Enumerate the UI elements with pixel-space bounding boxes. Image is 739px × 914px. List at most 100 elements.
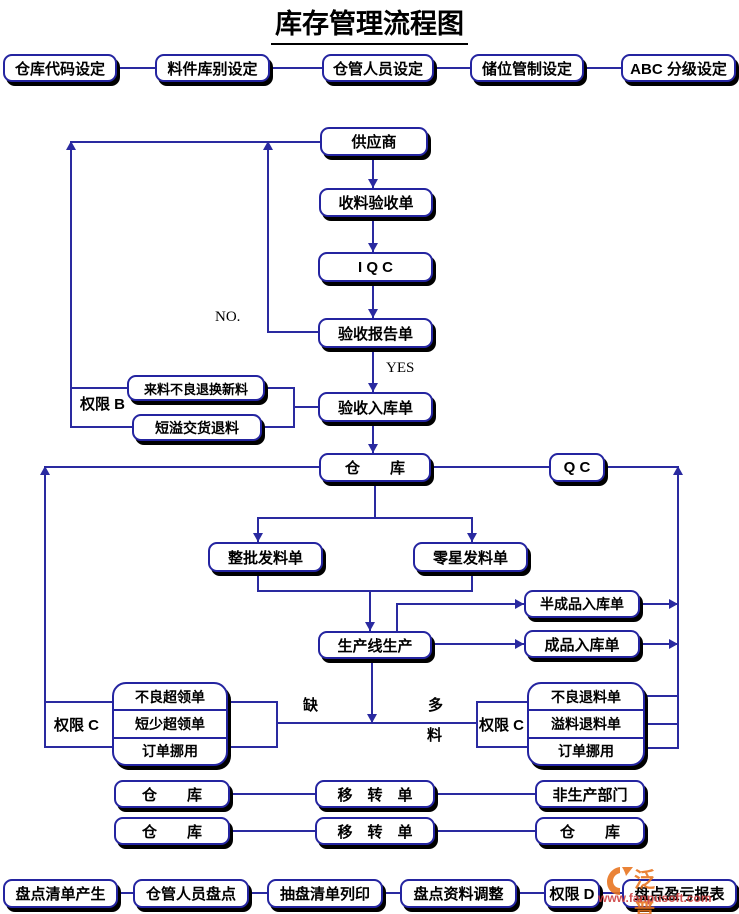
fanpu-logo-icon (606, 866, 634, 901)
node-semi-finished-receipt: 半成品入库单 (524, 590, 640, 618)
node-production-line: 生产线生产 (318, 631, 432, 659)
connector (435, 793, 535, 795)
connector (645, 747, 678, 749)
connector (517, 892, 544, 894)
label-permission-b: 权限 B (80, 396, 126, 413)
node-qc: Q C (549, 453, 605, 482)
arrow-up (673, 466, 683, 475)
connector (249, 892, 267, 894)
connector (45, 466, 319, 468)
node-profit-loss-report: 盘点盈亏报表 (622, 879, 737, 908)
connector (277, 722, 477, 724)
node-supplier: 供应商 (320, 127, 428, 156)
connector (640, 603, 678, 605)
label-permission-c-left: 权限 C (54, 717, 100, 734)
node-warehouse-from-2: 仓 库 (114, 817, 230, 845)
label-permission-c-right: 权限 C (479, 717, 525, 734)
connector (270, 67, 322, 69)
node-material-store-setup: 料件库别设定 (155, 54, 270, 82)
arrow-down (368, 383, 378, 392)
node-warehouse-to-2: 仓 库 (535, 817, 645, 845)
label-excess-top: 多 (428, 697, 444, 714)
arrow-right (669, 599, 678, 609)
connector (476, 746, 527, 748)
arrow-down (368, 243, 378, 252)
node-iqc: I Q C (318, 252, 433, 282)
node-abc-grade-setup: ABC 分级设定 (621, 54, 736, 82)
connector (476, 701, 527, 703)
node-spot-check-print: 抽盘清单列印 (267, 879, 383, 908)
arrow-up (40, 466, 50, 475)
node-short-over-delivery-return: 短溢交货退料 (132, 414, 262, 441)
arrow-up (66, 141, 76, 150)
node-warehouse-code-setup: 仓库代码设定 (3, 54, 117, 82)
node-inspection-report: 验收报告单 (318, 318, 433, 348)
connector (293, 406, 318, 408)
connector (640, 643, 678, 645)
node-warehouse-main: 仓 库 (319, 453, 431, 482)
connector (432, 643, 524, 645)
connector (45, 746, 112, 748)
connector (434, 67, 470, 69)
connector (371, 659, 373, 723)
connector (605, 466, 678, 468)
connector (70, 387, 127, 389)
connector (372, 156, 374, 188)
connector (372, 348, 374, 392)
connector (71, 141, 320, 143)
connector (70, 426, 132, 428)
connector (372, 282, 374, 318)
node-receipt-warehousing: 验收入库单 (318, 392, 433, 422)
connector (645, 695, 678, 697)
connector (471, 572, 473, 592)
connector (276, 701, 278, 748)
connector (230, 830, 315, 832)
label-excess-bottom: 料 (427, 727, 443, 744)
node-keeper-stocktake: 仓管人员盘点 (133, 879, 249, 908)
arrow-right (669, 639, 678, 649)
connector (584, 67, 621, 69)
arrow-down (365, 622, 375, 631)
connector (645, 723, 678, 725)
watermark-url: www.fanpusoft.com (598, 891, 712, 905)
connector (396, 604, 398, 631)
connector (257, 590, 473, 592)
watermark-brand: 泛普软件 (634, 869, 656, 914)
node-order-diversion-right: 订单挪用 (529, 736, 643, 764)
connector (44, 466, 46, 748)
connector (267, 331, 318, 333)
node-defect-return-note: 不良退料单 (551, 688, 621, 705)
connector (677, 466, 679, 749)
connector (369, 590, 371, 631)
connector (118, 892, 133, 894)
connector (471, 517, 473, 542)
connector (45, 701, 112, 703)
connector (228, 746, 278, 748)
node-transfer-note-1: 移 转 单 (315, 780, 435, 808)
label-shortage: 缺 (303, 697, 319, 714)
node-sporadic-issue-note: 零星发料单 (413, 542, 528, 572)
node-keeper-setup: 仓管人员设定 (322, 54, 434, 82)
node-permission-d: 权限 D (544, 879, 600, 908)
arrow-up (263, 141, 273, 150)
connector (228, 701, 278, 703)
node-bin-control-setup: 储位管制设定 (470, 54, 584, 82)
arrow-down (368, 179, 378, 188)
connector (600, 892, 622, 894)
node-incoming-defect-exchange: 来料不良退换新料 (127, 375, 265, 401)
arrow-down (368, 309, 378, 318)
arrow-down (253, 533, 263, 542)
connector (70, 141, 72, 427)
connector (262, 426, 295, 428)
connector (372, 422, 374, 453)
connector (257, 517, 473, 519)
connector (372, 217, 374, 252)
arrow-down (467, 533, 477, 542)
arrow-down (367, 714, 377, 723)
group-material-return: 不良退料单 溢料退料单 订单挪用 (527, 682, 645, 766)
node-finished-receipt: 成品入库单 (524, 630, 640, 658)
label-no: NO. (215, 309, 241, 325)
node-defect-over-requisition: 不良超领单 (135, 688, 205, 705)
connector (374, 482, 376, 518)
